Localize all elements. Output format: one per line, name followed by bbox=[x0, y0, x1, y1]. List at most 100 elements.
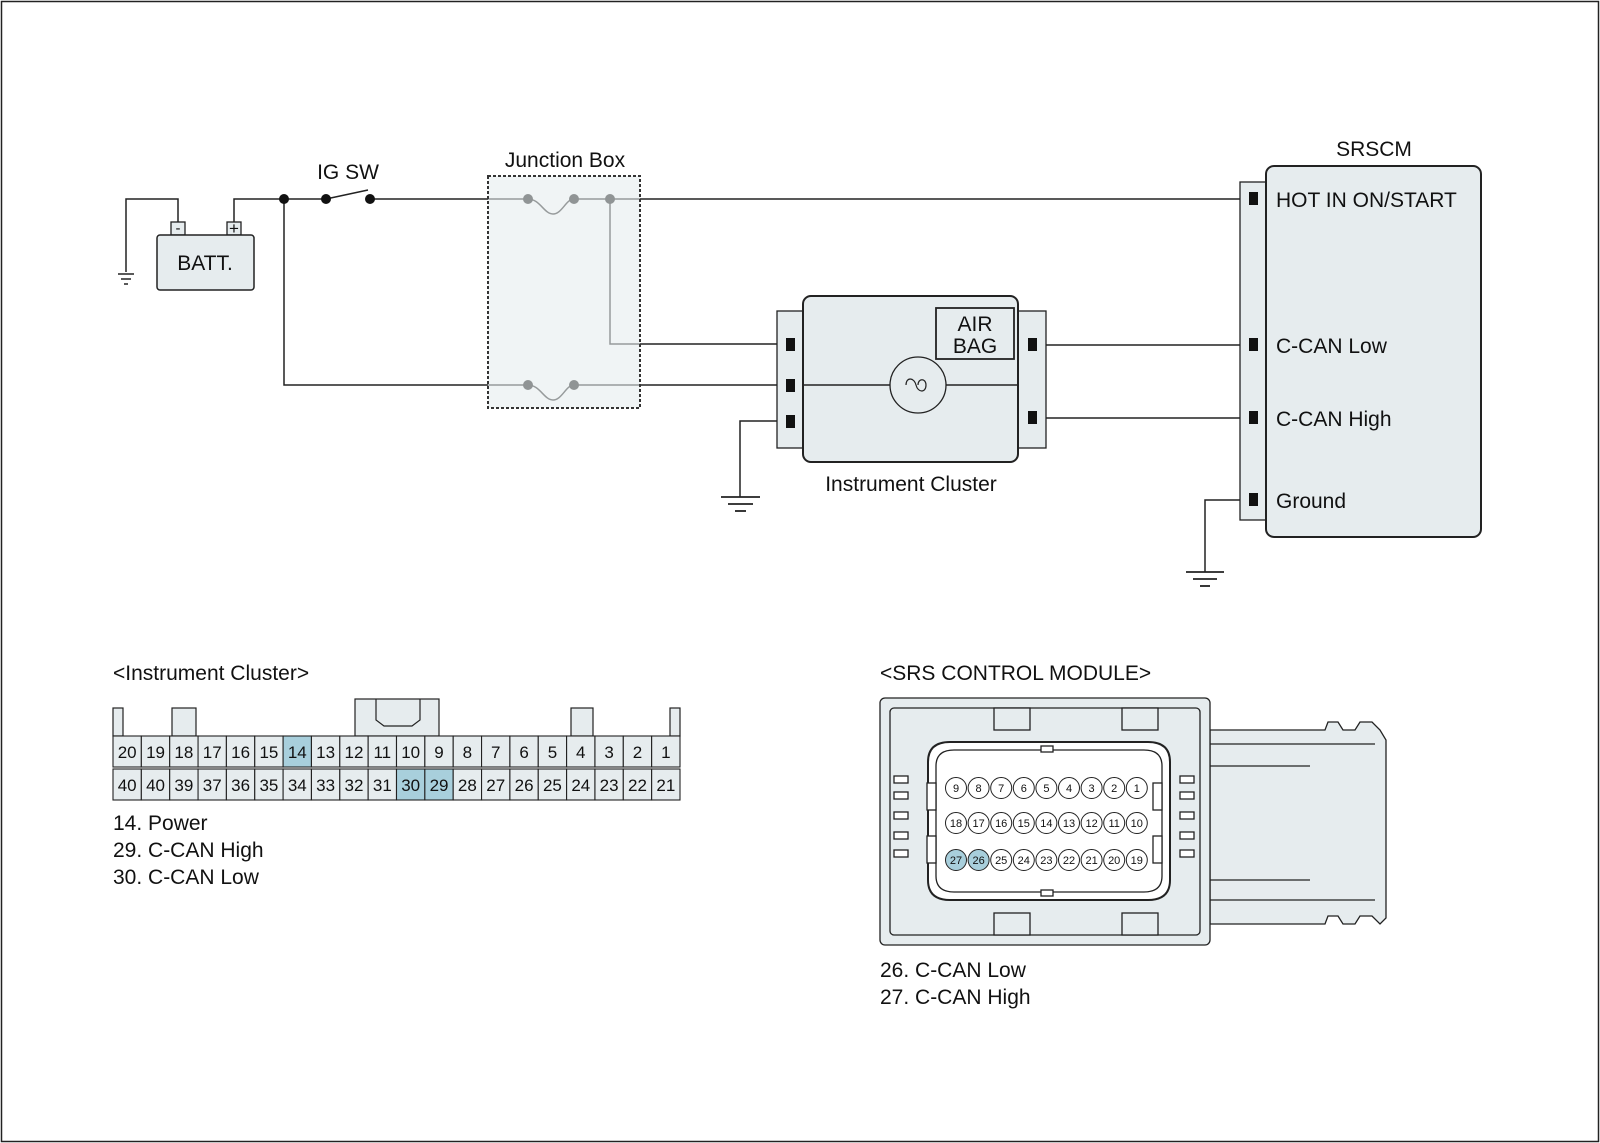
battery-body bbox=[156, 234, 255, 291]
ic-pin-label-row1-18: 2 bbox=[633, 743, 642, 762]
srs-pin-label-row2-7: 11 bbox=[1108, 818, 1119, 830]
srs-legend-line-1: 26. C-CAN Low bbox=[880, 959, 1027, 982]
srs-pin-label-row1-0: 9 bbox=[953, 783, 959, 795]
srs-pin-row3-8 bbox=[1125, 849, 1148, 871]
srs-pin-label-row3-8: 19 bbox=[1131, 855, 1143, 867]
ic-pin-cell-row2-12 bbox=[452, 768, 483, 801]
srs-pin-label-row1-4: 5 bbox=[1043, 783, 1049, 795]
ic-pin-cell-row1-10 bbox=[395, 735, 426, 768]
pin-label-hot-in: HOT IN ON/START bbox=[1276, 189, 1457, 212]
srs-pin-row1-2 bbox=[990, 777, 1013, 799]
srs-pin-row3-5 bbox=[1058, 849, 1080, 871]
ic-pin-label-row2-14: 26 bbox=[515, 776, 534, 795]
ic-pin-label-row2-10: 30 bbox=[401, 776, 420, 795]
ic-pin-label-row2-12: 28 bbox=[458, 776, 477, 795]
ic-pin-label-row2-13: 27 bbox=[486, 776, 505, 795]
srs-pin-label-row2-5: 13 bbox=[1063, 818, 1075, 830]
ic-pin-label-row1-15: 5 bbox=[548, 743, 557, 762]
ic-pin-cell-row1-1 bbox=[140, 735, 171, 768]
ic-pin-label-row1-19: 1 bbox=[661, 743, 670, 762]
srs-pin-label-row1-3: 6 bbox=[1021, 783, 1027, 795]
ic-pin-cell-row1-13 bbox=[480, 735, 511, 768]
ic-pin-label-row1-13: 7 bbox=[491, 743, 500, 762]
srs-legend-line-2: 27. C-CAN High bbox=[880, 986, 1031, 1009]
pin-label-can-high: C-CAN High bbox=[1276, 408, 1392, 431]
ic-pin-label-row1-7: 13 bbox=[316, 743, 335, 762]
ic-pin-cell-row2-14 bbox=[509, 768, 539, 801]
ic-pin-label-row2-5: 35 bbox=[259, 776, 278, 795]
srs-pin-label-row3-1: 26 bbox=[972, 855, 984, 867]
srs-pin-row2-0 bbox=[945, 812, 967, 834]
ic-pin-cell-row2-8 bbox=[339, 768, 369, 801]
ic-pin-cell-row1-7 bbox=[310, 735, 341, 768]
ic-pin-label-row1-16: 4 bbox=[576, 743, 585, 762]
srs-pin-row3-4 bbox=[1035, 849, 1058, 871]
ic-pin-label-row1-10: 10 bbox=[401, 743, 420, 762]
ic-connector-title: <Instrument Cluster> bbox=[113, 662, 309, 685]
ic-pin-label-row1-12: 8 bbox=[463, 743, 472, 762]
srs-pin-label-row3-0: 27 bbox=[950, 855, 962, 867]
ic-pin-cell-row2-13 bbox=[480, 768, 511, 801]
ic-legend-line-1: 14. Power bbox=[113, 812, 208, 835]
ground-symbol-cluster bbox=[721, 496, 760, 512]
srs-pin-row2-5 bbox=[1058, 812, 1080, 834]
ic-pin-cell-row2-11 bbox=[424, 768, 454, 801]
ic-pin-label-row2-0: 40 bbox=[118, 776, 137, 795]
junction-box-label: Junction Box bbox=[505, 149, 626, 172]
srs-pin-label-row1-8: 1 bbox=[1134, 783, 1140, 795]
srscm-body bbox=[1265, 165, 1482, 538]
srs-pin-label-row2-0: 18 bbox=[950, 818, 962, 830]
ic-pin-label-row2-3: 37 bbox=[203, 776, 222, 795]
srs-pin-row1-5 bbox=[1058, 777, 1080, 799]
ic-pin-label-row1-9: 11 bbox=[373, 743, 391, 762]
ic-pin-label-row2-2: 39 bbox=[174, 776, 193, 795]
ic-pin-label-row1-2: 18 bbox=[174, 743, 193, 762]
srs-pin-label-row3-4: 23 bbox=[1040, 855, 1052, 867]
ic-pin-label-row1-14: 6 bbox=[519, 743, 528, 762]
ic-pin-label-row2-1: 40 bbox=[146, 776, 165, 795]
srs-pin-label-row3-6: 21 bbox=[1085, 855, 1097, 867]
srs-pin-label-row2-4: 14 bbox=[1040, 818, 1052, 830]
ic-pin-cell-row1-12 bbox=[452, 735, 483, 768]
ic-pin-label-row2-8: 32 bbox=[345, 776, 364, 795]
ic-pin-cell-row2-4 bbox=[225, 768, 256, 801]
ic-pin-cell-row1-14 bbox=[509, 735, 539, 768]
airbag-label-bag: BAG bbox=[953, 335, 997, 358]
battery-minus-label: - bbox=[176, 220, 181, 237]
ic-pin-label-row1-8: 12 bbox=[345, 743, 364, 762]
srs-pin-row1-3 bbox=[1012, 777, 1035, 799]
srs-pin-row3-3 bbox=[1012, 849, 1035, 871]
ic-pin-label-row2-16: 24 bbox=[571, 776, 590, 795]
srscm-label: SRSCM bbox=[1336, 138, 1412, 161]
srs-pin-row1-4 bbox=[1035, 777, 1058, 799]
ic-pin-cell-row2-17 bbox=[594, 768, 624, 801]
ic-pin-cell-row1-2 bbox=[169, 735, 199, 768]
srs-pin-row3-2 bbox=[990, 849, 1013, 871]
ic-pin-cell-row2-10 bbox=[395, 768, 426, 801]
battery: BATT. - + bbox=[118, 198, 284, 291]
srs-pin-row2-7 bbox=[1103, 812, 1126, 834]
srs-pin-label-row3-2: 25 bbox=[995, 855, 1007, 867]
srs-pin-label-row1-7: 2 bbox=[1111, 783, 1117, 795]
ic-pin-label-row1-4: 16 bbox=[231, 743, 250, 762]
srs-pin-row1-7 bbox=[1103, 777, 1126, 799]
ic-pin-label-row1-5: 15 bbox=[259, 743, 278, 762]
ic-pin-cell-row1-6 bbox=[282, 735, 313, 768]
ic-pin-label-row1-0: 20 bbox=[118, 743, 137, 762]
ic-pin-label-row2-19: 21 bbox=[656, 776, 675, 795]
ic-legend-line-3: 30. C-CAN Low bbox=[113, 866, 260, 889]
ic-pin-cell-row1-11 bbox=[424, 735, 454, 768]
srs-pin-row3-7 bbox=[1103, 849, 1126, 871]
ic-pin-cell-row1-19 bbox=[651, 735, 681, 768]
wires bbox=[283, 189, 1253, 572]
srs-pin-label-row2-2: 16 bbox=[995, 818, 1007, 830]
ic-pin-cell-row1-15 bbox=[537, 735, 568, 768]
airbag-indicator-box bbox=[935, 307, 1015, 360]
srs-pin-row2-1 bbox=[967, 812, 990, 834]
ic-pin-label-row1-17: 3 bbox=[604, 743, 613, 762]
srs-pin-label-row1-6: 3 bbox=[1089, 783, 1095, 795]
ic-pin-label-row1-6: 14 bbox=[288, 743, 307, 762]
srs-pin-row2-4 bbox=[1035, 812, 1058, 834]
srs-pin-label-row2-1: 17 bbox=[972, 818, 984, 830]
